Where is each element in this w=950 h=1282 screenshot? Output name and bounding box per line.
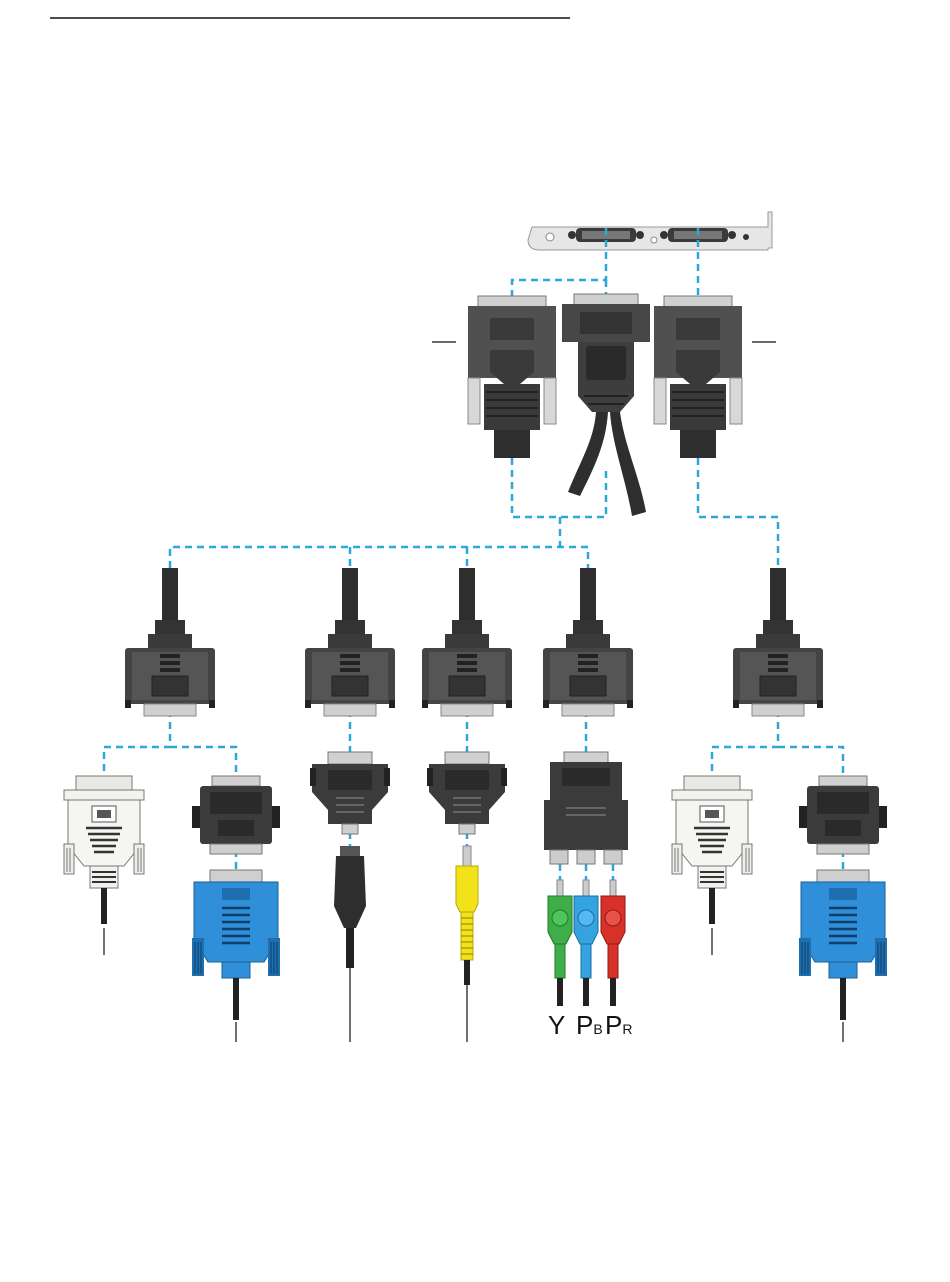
dvi-branch-1 [125,568,215,716]
label-y: Y [548,1010,565,1040]
composite-branch [422,568,512,716]
dms-middle-y-splitter [562,294,650,516]
rca-green-plug-icon [548,880,572,1006]
dms-left-connector [468,296,556,458]
dvi-plug-left [64,776,144,924]
vga-adapter-left [192,776,280,1020]
svideo-adapter [310,752,390,968]
dvi-branch-2 [733,568,823,716]
rca-blue-plug-icon [574,880,598,1006]
component-labels: Y PB PR [548,1010,632,1040]
component-branch [543,568,633,716]
composite-adapter [427,752,507,985]
dvi-plug-right [672,776,752,924]
label-pr: PR [605,1010,632,1040]
vga-adapter-right [799,776,887,1020]
label-pb: PB [576,1010,603,1040]
graphics-card-bracket [528,212,772,250]
svideo-branch [305,568,395,716]
dms-right-connector [654,296,742,458]
rca-red-plug-icon [601,880,625,1006]
